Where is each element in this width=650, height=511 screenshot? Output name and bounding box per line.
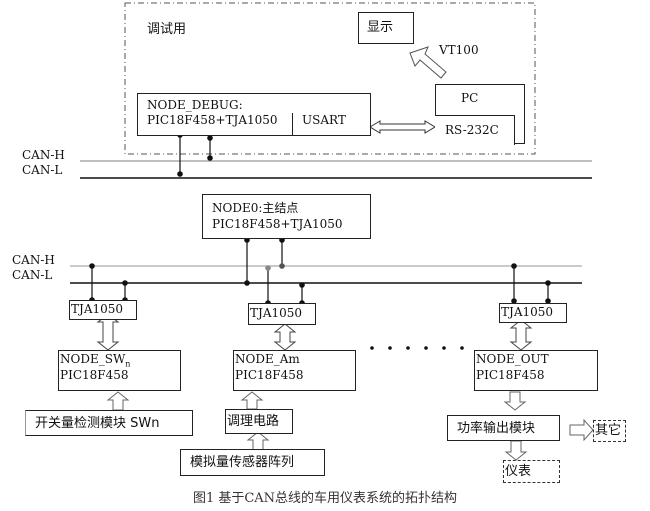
meter-box: 仪表 (503, 460, 560, 483)
transceiver-out-label: TJA1050 (501, 305, 554, 319)
am-input-arrow (240, 391, 264, 410)
rs232-label: RS-232C (445, 123, 499, 137)
usart-divider (292, 113, 293, 135)
transceiver-am-label: TJA1050 (250, 306, 303, 320)
node-out-box: NODE_OUT PIC18F458 (474, 350, 598, 391)
analog-sensor-label: 模拟量传感器阵列 (190, 455, 295, 470)
display-box: 显示 (358, 12, 414, 44)
lower-can-l-label: CAN-L (12, 268, 53, 282)
switch-detect-module: 开关量检测模块 SWn (25, 410, 193, 436)
node-sw-mcu: PIC18F458 (60, 368, 129, 382)
pc-box: PC RS-232C (435, 84, 525, 145)
node-sw-box: NODE_SWn PIC18F458 (58, 350, 181, 391)
more-nodes-dots (370, 346, 464, 350)
node0-title: NODE0:主结点 (212, 201, 299, 215)
rs232-port: RS-232C (435, 115, 515, 145)
node-debug-box: NODE_DEBUG: PIC18F458+TJA1050 USART (137, 93, 371, 136)
conditioning-circuit: 调理电路 (225, 409, 293, 434)
lower-can-h-label: CAN-H (12, 253, 55, 267)
debug-region-border (124, 2, 536, 155)
meter-label: 仪表 (505, 464, 532, 479)
transceiver-out: TJA1050 (499, 303, 567, 323)
node0-mcu: PIC18F458+TJA1050 (212, 217, 343, 231)
node-out-mcu: PIC18F458 (476, 368, 545, 382)
display-label: 显示 (367, 20, 394, 35)
sensor-input-arrow (246, 431, 270, 451)
node-sw-title: NODE_SWn (60, 352, 131, 369)
upper-can-l-label: CAN-L (22, 163, 63, 177)
out-to-power-arrow (503, 391, 527, 411)
vt100-label: VT100 (439, 43, 479, 57)
transceiver-am: TJA1050 (248, 303, 316, 325)
power-to-other-arrow (569, 418, 594, 442)
node-out-title: NODE_OUT (476, 352, 549, 366)
node0-box: NODE0:主结点 PIC18F458+TJA1050 (202, 194, 371, 239)
node-am-box: NODE_Am PIC18F458 (233, 350, 356, 391)
node-am-title: NODE_Am (235, 352, 300, 366)
other-label: 其它 (595, 423, 622, 438)
tja2-node-am-arrow (273, 323, 297, 351)
other-box: 其它 (593, 420, 626, 442)
usart-label: USART (302, 113, 346, 127)
switch-detect-label: 开关量检测模块 SWn (35, 416, 160, 431)
tja3-node-out-arrow (509, 319, 533, 351)
sw-input-arrow (106, 391, 130, 411)
node-debug-title: NODE_DEBUG: (147, 98, 243, 112)
node-debug-mcu: PIC18F458+TJA1050 (147, 113, 278, 127)
power-to-meter-arrow (504, 440, 528, 461)
pc-title: PC (461, 91, 479, 105)
power-output-module: 功率输出模块 (447, 415, 560, 441)
transceiver-sw-label: TJA1050 (71, 302, 124, 316)
vt100-arrow (409, 46, 447, 79)
power-output-label: 功率输出模块 (457, 421, 536, 436)
conditioning-label: 调理电路 (227, 414, 280, 429)
figure-caption: 图1 基于CAN总线的车用仪表系统的拓扑结构 (192, 491, 458, 506)
debug-region-label: 调试用 (147, 22, 187, 37)
transceiver-sw: TJA1050 (69, 300, 137, 320)
upper-can-h-label: CAN-H (22, 148, 65, 162)
usart-rs232-arrow (369, 120, 436, 134)
analog-sensor-array: 模拟量传感器阵列 (180, 449, 325, 476)
node-am-mcu: PIC18F458 (235, 368, 304, 382)
